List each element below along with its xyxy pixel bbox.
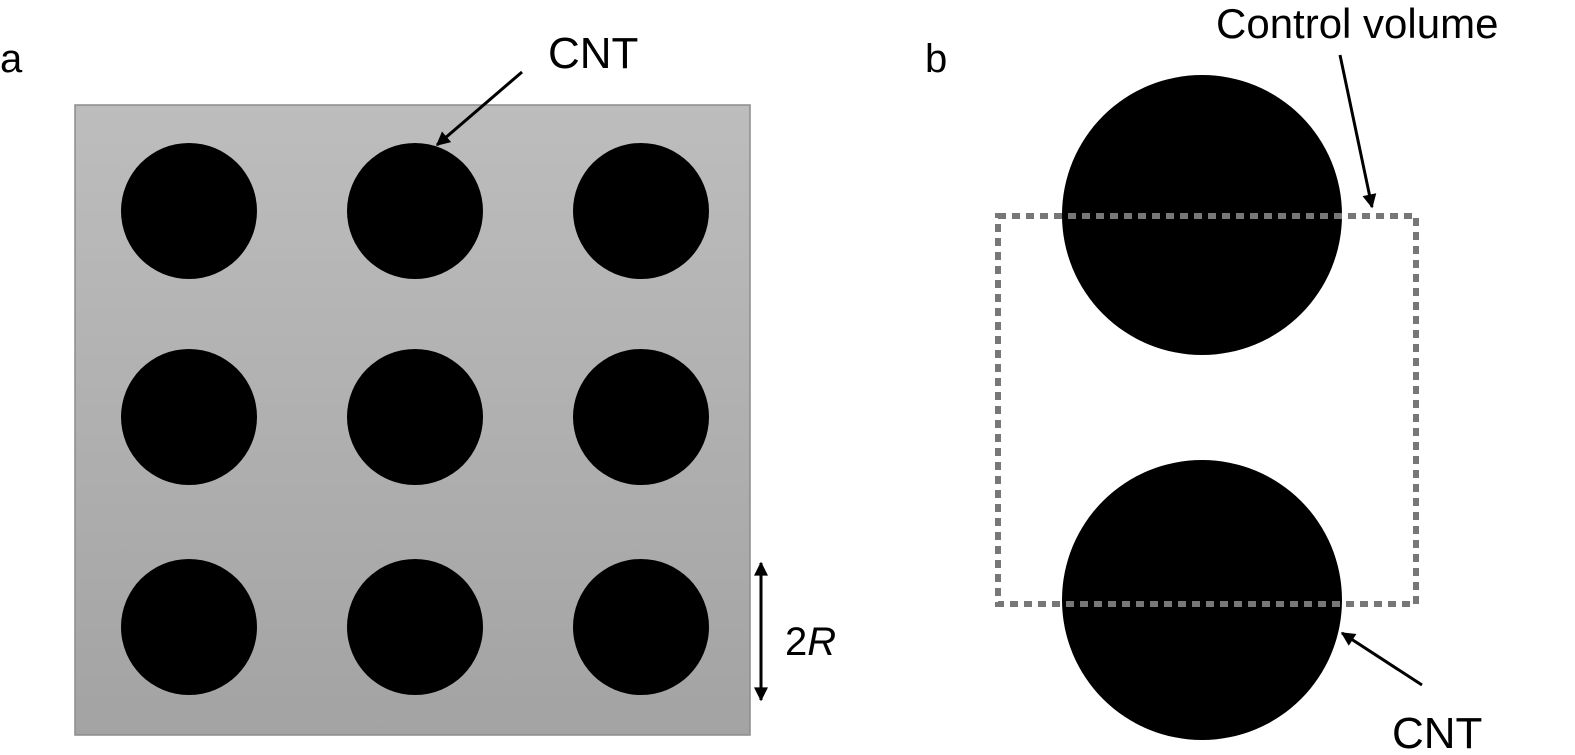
panel-a: a CNT 2R (0, 29, 836, 736)
panel-b-cnt-label: CNT (1392, 709, 1482, 755)
control-volume-box (995, 213, 1419, 607)
dimension-number: 2 (785, 620, 807, 664)
cnt-fiber (573, 349, 709, 485)
cnt-fiber (121, 143, 257, 279)
cnt-fiber (347, 349, 483, 485)
panel-b-label: b (925, 37, 947, 81)
cnt-fiber (573, 559, 709, 695)
dimension-symbol: R (807, 620, 836, 664)
panel-a-cnt-label: CNT (548, 29, 638, 78)
panel-a-label: a (0, 37, 23, 81)
control-volume-arrow (1338, 54, 1377, 209)
panel-a-cnt-arrow (435, 70, 523, 147)
cnt-fiber (347, 143, 483, 279)
dimension-label: 2R (785, 620, 836, 664)
cnt-fiber-grid (121, 143, 709, 695)
panel-b: b Control volume CNT (925, 0, 1498, 755)
cnt-fiber (121, 559, 257, 695)
control-volume-label: Control volume (1216, 0, 1498, 47)
panel-b-cnt-arrow (1340, 631, 1423, 687)
cnt-fiber (121, 349, 257, 485)
cnt-fiber (573, 143, 709, 279)
cnt-fiber (347, 559, 483, 695)
panel-b-cnt-bottom (1062, 460, 1342, 740)
